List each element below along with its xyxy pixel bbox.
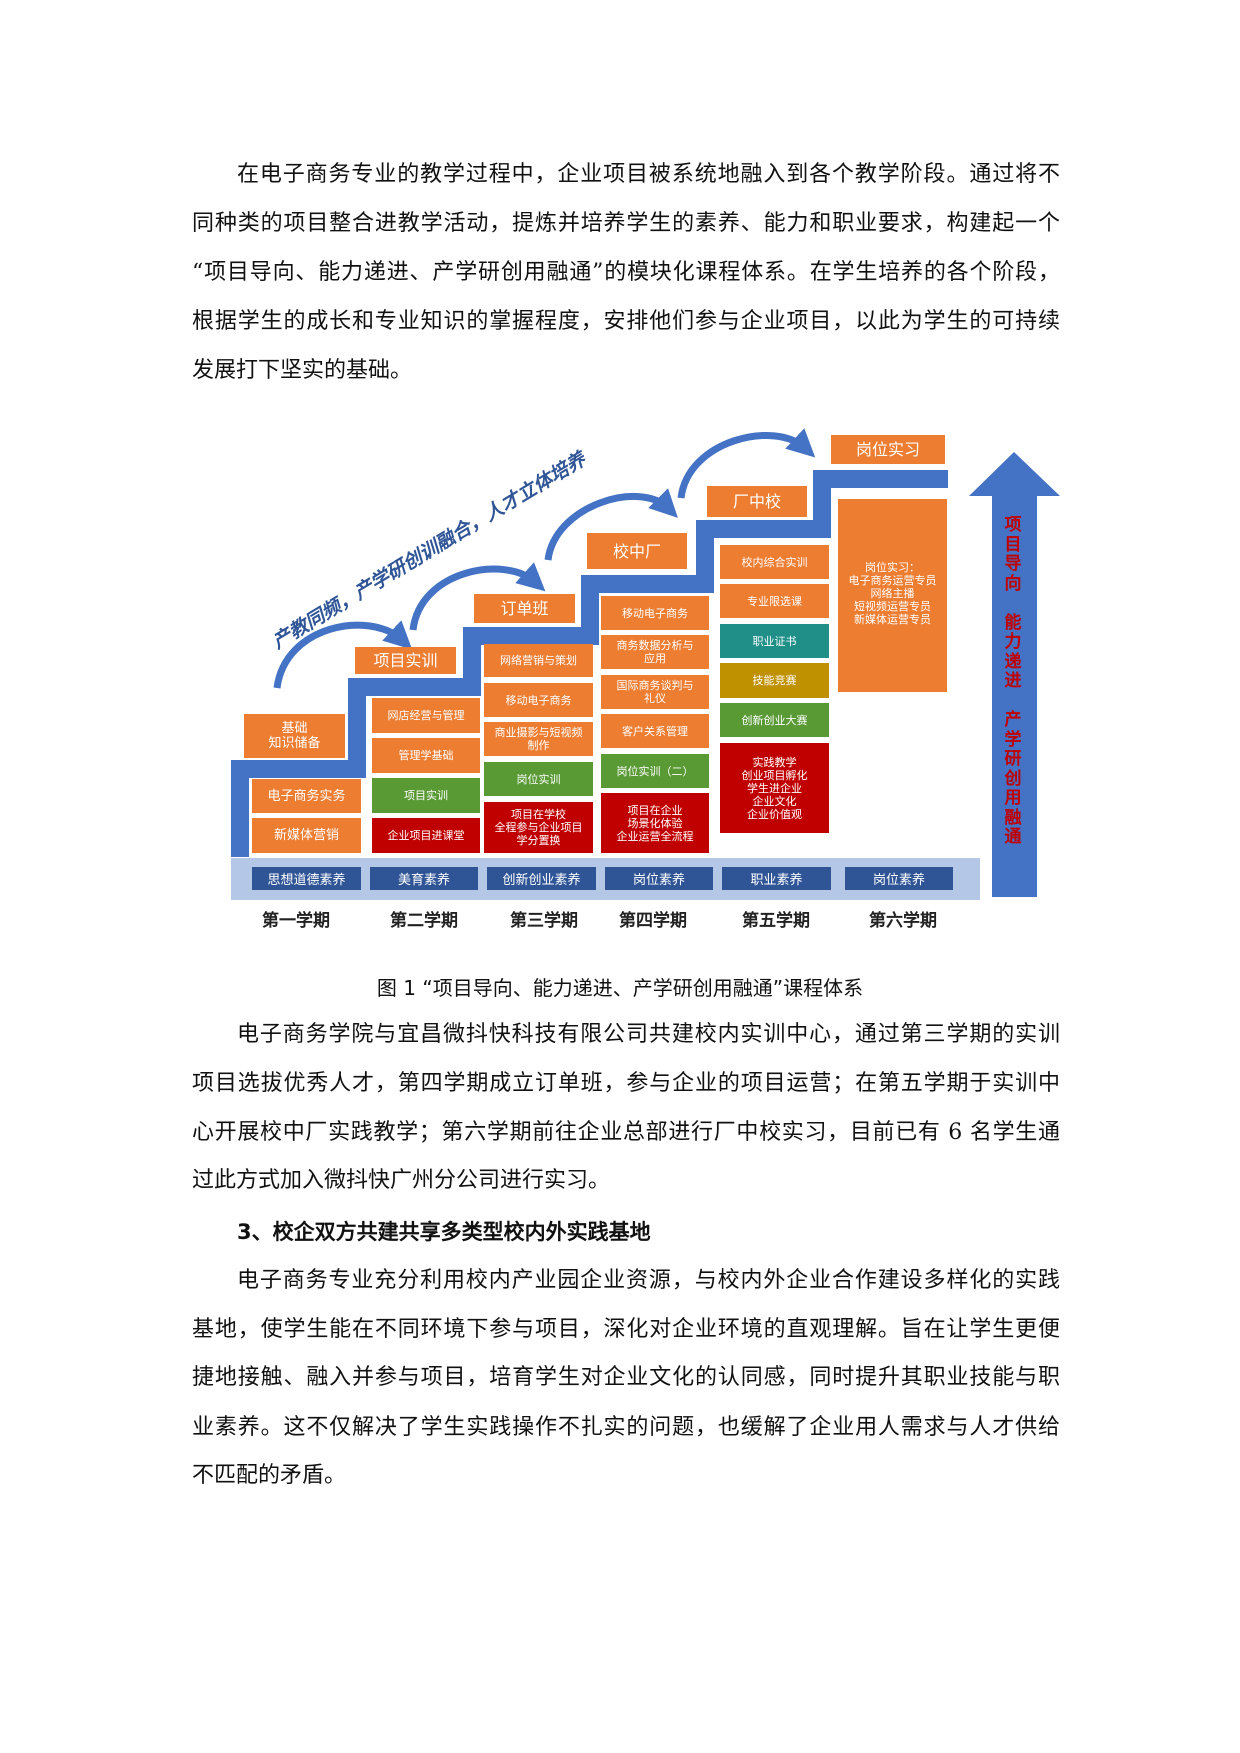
course-box: 新媒体营销 <box>252 818 361 853</box>
course-box: 网店经营与管理 <box>372 698 480 733</box>
column-5-header: 厂中校 <box>707 486 807 517</box>
course-box: 岗位实训（二） <box>601 754 709 788</box>
quality-box: 思想道德素养 <box>252 867 361 890</box>
paragraph-2-line: 电子商务学院与宜昌微抖快科技有限公司共建校内实训中心，通过第三学期的实训 <box>237 1022 1060 1047</box>
course-box: 网络营销与策划 <box>484 644 593 677</box>
paragraph-1-line: “项目导向、能力递进、产学研创用融通”的模块化课程体系。在学生培养的各个阶段， <box>192 260 1060 285</box>
course-box: 商务数据分析与 应用 <box>601 635 709 669</box>
paragraph-3-line: 基地，使学生能在不同环境下参与项目，深化对企业环境的直观理解。旨在让学生更便 <box>192 1317 1060 1342</box>
course-box: 项目在学校 全程参与企业项目 学分置换 <box>484 802 593 853</box>
paragraph-2-line: 心开展校中厂实践教学；第六学期前往企业总部进行厂中校实习，目前已有 6 名学生通 <box>192 1120 1060 1145</box>
course-box: 专业限选课 <box>720 584 829 618</box>
semester-label: 第五学期 <box>742 911 810 931</box>
course-box: 岗位实习： 电子商务运营专员 网络主播 短视频运营专员 新媒体运营专员 <box>838 499 947 692</box>
staircase-line <box>231 470 948 857</box>
course-box: 国际商务谈判与 礼仪 <box>601 675 709 709</box>
quality-box: 职业素养 <box>722 867 831 890</box>
course-box: 电子商务实务 <box>252 779 361 813</box>
column-2-header: 项目实训 <box>355 647 456 674</box>
course-box: 职业证书 <box>720 624 829 658</box>
curved-arrow-icon <box>273 620 413 689</box>
paragraph-3-line: 捷地接触、融入并参与项目，培育学生对企业文化的认同感，同时提升其职业技能与职 <box>192 1365 1060 1390</box>
semester-label: 第三学期 <box>510 911 578 931</box>
semester-label: 第四学期 <box>619 911 687 931</box>
paragraph-3-line: 不匹配的矛盾。 <box>192 1463 347 1488</box>
paragraph-1-line: 根据学生的成长和专业知识的掌握程度，安排他们参与企业项目，以此为学生的可持续 <box>192 309 1060 334</box>
paragraph-1-line: 在电子商务专业的教学过程中，企业项目被系统地融入到各个教学阶段。通过将不 <box>237 162 1060 187</box>
course-box: 创新创业大赛 <box>720 703 829 737</box>
quality-box: 岗位素养 <box>845 867 953 890</box>
paragraph-3-line: 电子商务专业充分利用校内产业园企业资源，与校内外企业合作建设多样化的实践 <box>237 1268 1060 1293</box>
curved-arrow-icon <box>544 488 678 561</box>
column-6-header: 岗位实习 <box>831 435 945 464</box>
quality-box: 美育素养 <box>370 867 478 890</box>
paragraph-2-line: 项目选拔优秀人才，第四学期成立订单班，参与企业的项目运营；在第五学期于实训中 <box>192 1071 1060 1096</box>
course-box: 实践教学 创业项目孵化 学生进企业 企业文化 企业价值观 <box>720 743 829 833</box>
column-3-header: 订单班 <box>474 594 575 623</box>
semester-label: 第二学期 <box>390 911 458 931</box>
column-4-header: 校中厂 <box>587 533 687 569</box>
quality-box: 岗位素养 <box>605 867 713 890</box>
section-heading: 3、校企双方共建共享多类型校内外实践基地 <box>237 1220 651 1244</box>
paragraph-3-line: 业素养。这不仅解决了学生实践操作不扎实的问题，也缓解了企业用人需求与人才供给 <box>192 1415 1060 1440</box>
curriculum-diagram: 产教同频，产学研创训融合，人才立体培养 项 目 导 向 能 力 递 进 产 学 … <box>231 428 1060 931</box>
course-box: 项目在企业 场景化体验 企业运营全流程 <box>601 793 709 853</box>
curved-arrow-icon <box>677 428 816 499</box>
paragraph-2-line: 过此方式加入微抖快广州分公司进行实习。 <box>192 1168 611 1193</box>
column-1-header: 基础 知识储备 <box>244 714 345 758</box>
course-box: 项目实训 <box>372 778 480 813</box>
course-box: 管理学基础 <box>372 738 480 773</box>
course-box: 企业项目进课堂 <box>372 818 480 853</box>
semester-label: 第一学期 <box>262 911 330 931</box>
course-box: 技能竞赛 <box>720 663 829 698</box>
figure-caption: 图 1 “项目导向、能力递进、产学研创用融通”课程体系 <box>376 976 864 1000</box>
paragraph-1-line: 同种类的项目整合进教学活动，提炼并培养学生的素养、能力和职业要求，构建起一个 <box>192 211 1060 236</box>
vertical-label: 项 目 导 向 能 力 递 进 产 学 研 创 用 融 通 <box>1004 515 1022 847</box>
course-box: 商业摄影与短视频 制作 <box>484 722 593 756</box>
semester-label: 第六学期 <box>869 911 937 931</box>
paragraph-1-line: 发展打下坚实的基础。 <box>192 358 413 383</box>
up-arrow-icon <box>969 452 1060 897</box>
curved-arrow-icon <box>409 562 546 631</box>
course-box: 移动电子商务 <box>484 683 593 717</box>
course-box: 移动电子商务 <box>601 596 709 630</box>
staircase-graphic <box>231 428 1060 897</box>
course-box: 岗位实训 <box>484 762 593 796</box>
course-box: 校内综合实训 <box>720 545 829 579</box>
course-box: 客户关系管理 <box>601 714 709 748</box>
quality-box: 创新创业素养 <box>487 867 596 890</box>
